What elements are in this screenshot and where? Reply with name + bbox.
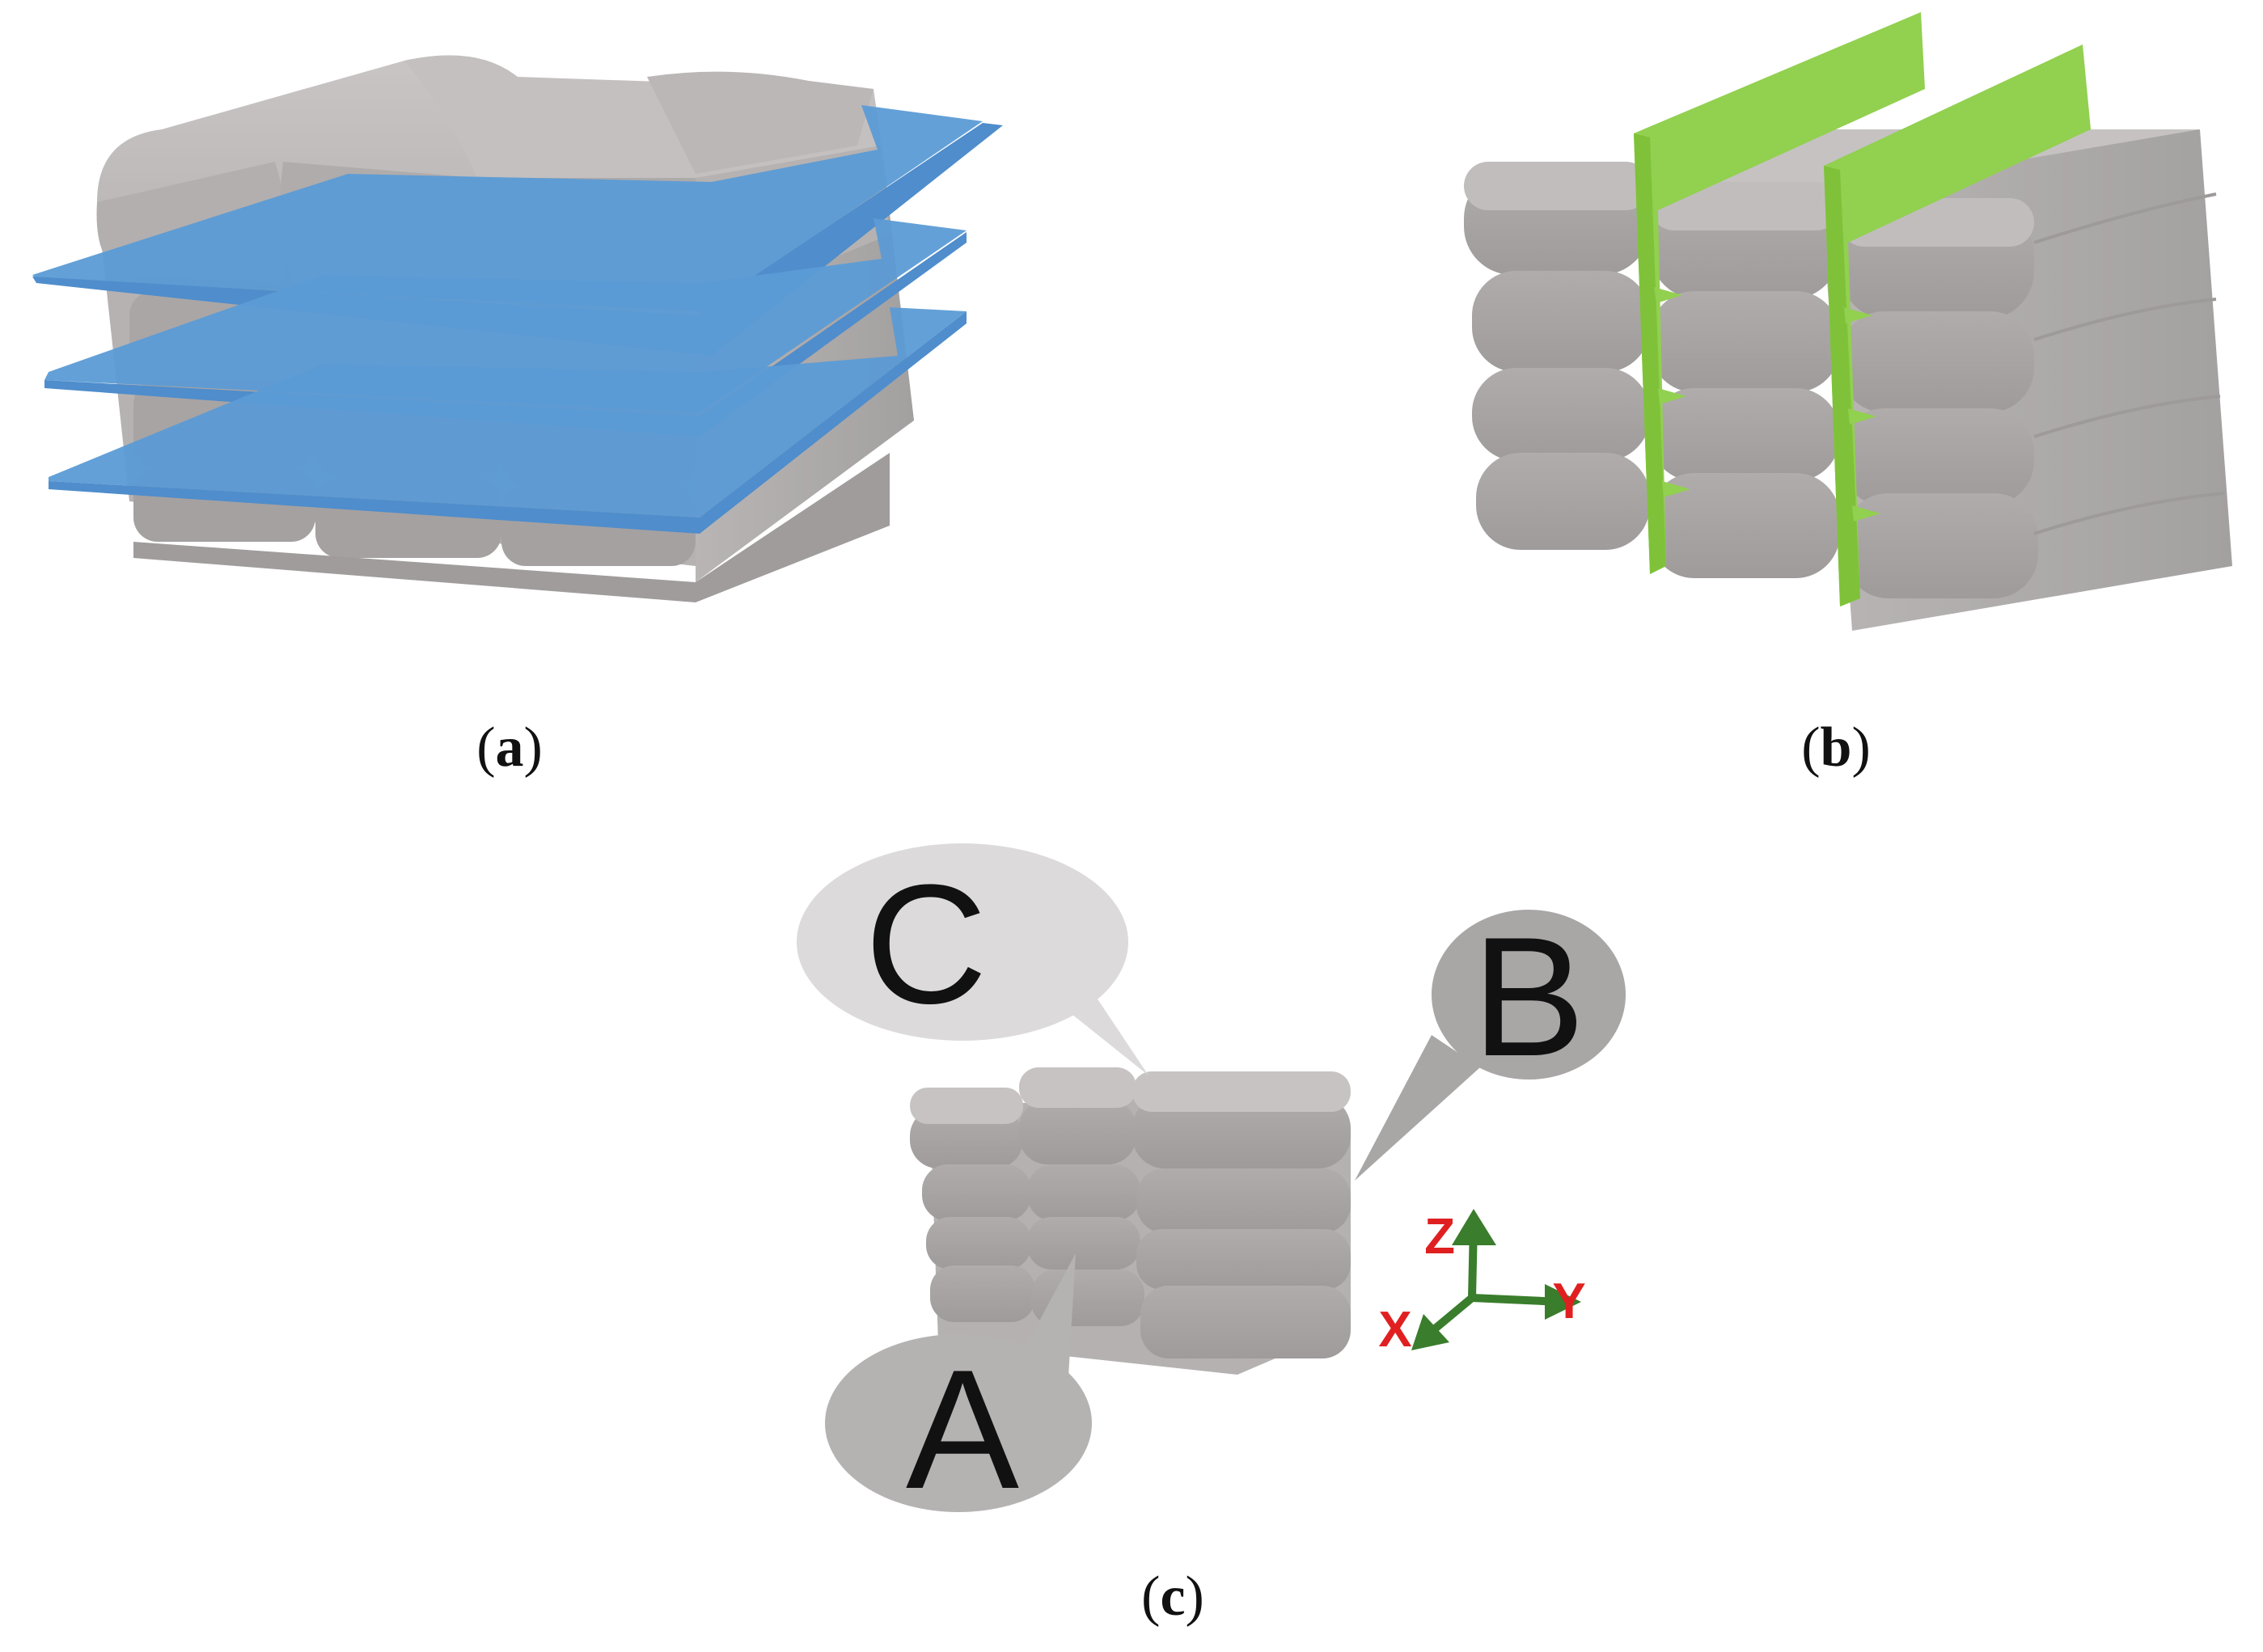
- callout-c-label: C: [865, 849, 988, 1039]
- panel-a-plane-3: [49, 307, 967, 518]
- axis-z-label: Z: [1424, 1209, 1455, 1265]
- panel-c-top-beads: [910, 1067, 1351, 1124]
- panel-a-plane-1: [32, 105, 983, 311]
- axis-z-arrowhead: [1452, 1209, 1496, 1245]
- panel-a-diagram: [32, 55, 1003, 602]
- panel-a-plane-2: [44, 218, 967, 412]
- callout-c: C: [797, 843, 1148, 1075]
- panel-b-diagram: [1464, 12, 2232, 631]
- panel-b-plane-2: [1824, 44, 2091, 606]
- panel-c-beads: [910, 1096, 1351, 1358]
- caption-b: (b): [1801, 716, 1871, 779]
- caption-a: (a): [476, 716, 543, 779]
- axis-y-label: Y: [1552, 1274, 1585, 1329]
- axes-indicator: Z Y X: [1378, 1209, 1586, 1358]
- axis-x-label: X: [1378, 1302, 1411, 1358]
- panel-b-front-beads: [1464, 162, 2038, 598]
- panel-a-layer-planes: [32, 105, 1003, 534]
- callout-a: A: [825, 1253, 1092, 1524]
- callout-a-label: A: [906, 1334, 1019, 1524]
- caption-c: (c): [1141, 1565, 1204, 1628]
- callout-b: B: [1355, 902, 1626, 1181]
- panel-b-side-ridges: [2033, 192, 2225, 535]
- callout-b-label: B: [1472, 902, 1585, 1092]
- panel-c-diagram: C B A Z Y X: [797, 843, 1626, 1524]
- panel-b-section-planes: [1634, 12, 2091, 606]
- axis-x-arrowhead: [1411, 1314, 1449, 1350]
- panel-b-plane-1: [1634, 12, 1925, 574]
- axis-y-arrowhead: [1545, 1284, 1581, 1320]
